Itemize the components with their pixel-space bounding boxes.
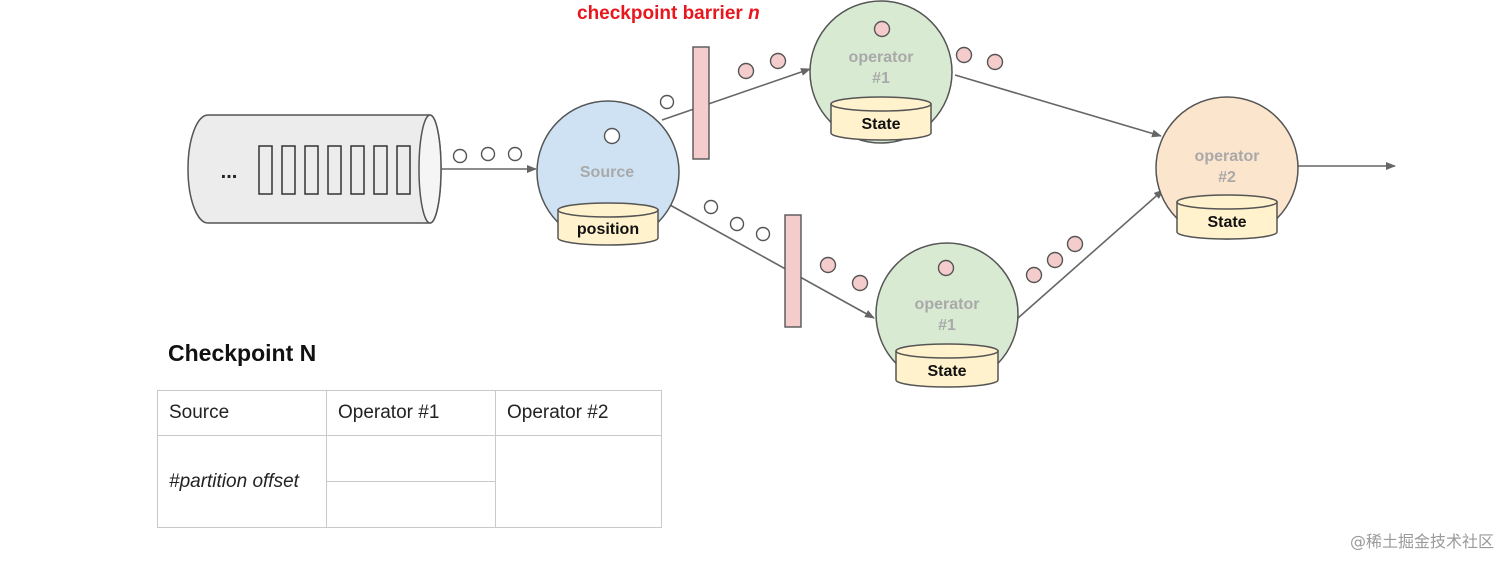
record-white: [659, 94, 675, 110]
checkpoint-title: Checkpoint N: [168, 340, 317, 366]
column-header-operator2: Operator #2: [495, 390, 662, 436]
record-white: [703, 199, 719, 215]
table-row: #partition offset: [157, 435, 662, 528]
record-white: [729, 216, 745, 232]
operator1-bottom-state-label: State: [927, 363, 966, 380]
operator1-bottom-label-2: #1: [938, 317, 956, 334]
operator2-state-store: State: [1176, 194, 1278, 240]
record-white: [452, 148, 468, 164]
operator1-bottom-state-store: State: [895, 343, 999, 388]
edges: [441, 68, 1396, 319]
operator1-top-state-store: State: [830, 96, 932, 141]
input-queue: ...: [187, 114, 442, 224]
operator1-top-record: [873, 20, 891, 38]
barrier-bottom: [784, 214, 802, 328]
operator1-top-label-2: #1: [872, 70, 890, 87]
barrier-label-n: n: [748, 3, 760, 24]
operator2-state-label: State: [1207, 214, 1246, 231]
operator1-cell: [326, 481, 496, 528]
queue-record: [281, 145, 296, 195]
column-header-operator1: Operator #1: [326, 390, 496, 436]
operator2-label-2: #2: [1218, 169, 1236, 186]
record-pink: [819, 256, 837, 274]
record-pink: [1066, 235, 1084, 253]
operator1-cell: [326, 435, 496, 482]
operator2-cell: [495, 435, 662, 528]
checkpoint-table: Source Operator #1 Operator #2 #partitio…: [157, 390, 662, 528]
source-node: Source position: [536, 100, 680, 246]
source-record: [603, 127, 621, 145]
record-pink: [851, 274, 869, 292]
record-pink: [769, 52, 787, 70]
checkpoint-barrier-label: checkpoint barrier n: [577, 3, 760, 25]
operator1-bottom-label-1: operator: [915, 296, 980, 313]
source-label: Source: [580, 164, 634, 181]
record-white: [480, 146, 496, 162]
operator2-node: operator #2 State: [1155, 96, 1299, 240]
barrier-label-text: checkpoint barrier: [577, 3, 749, 24]
table-row: [158, 481, 662, 528]
checkpoint-table-header: Source Operator #1 Operator #2: [157, 390, 662, 436]
barrier-top: [692, 46, 710, 160]
operator1-bottom-node: operator #1 State: [875, 242, 1019, 388]
edge-operator1-bottom-operator2: [1017, 189, 1164, 319]
record-pink: [1046, 251, 1064, 269]
operator1-top-state-label: State: [861, 116, 900, 133]
edge-operator1-top-operator2: [954, 74, 1162, 138]
operator1-top-node: operator #1 State: [809, 0, 953, 144]
operator2-label-1: operator: [1195, 148, 1260, 165]
queue-record: [304, 145, 319, 195]
queue-record: [258, 145, 273, 195]
queue-record: [327, 145, 342, 195]
edge-source-operator1-top: [661, 68, 811, 121]
record-pink: [1025, 266, 1043, 284]
operator1-top-label-1: operator: [849, 49, 914, 66]
source-state-store: position: [557, 202, 659, 246]
column-header-source: Source: [157, 390, 327, 436]
queue-record: [373, 145, 388, 195]
operator1-bottom-record: [937, 259, 955, 277]
records: [452, 46, 1084, 292]
record-white: [507, 146, 523, 162]
source-offset-cell: #partition offset: [157, 435, 327, 528]
queue-record: [396, 145, 411, 195]
queue-ellipsis: ...: [221, 161, 238, 183]
watermark: @稀土掘金技术社区: [1349, 532, 1494, 551]
record-pink: [955, 46, 973, 64]
queue-record: [350, 145, 365, 195]
record-pink: [986, 53, 1004, 71]
record-white: [755, 226, 771, 242]
edge-source-operator1-bottom: [669, 204, 875, 319]
source-state-label: position: [577, 221, 639, 238]
record-pink: [737, 62, 755, 80]
